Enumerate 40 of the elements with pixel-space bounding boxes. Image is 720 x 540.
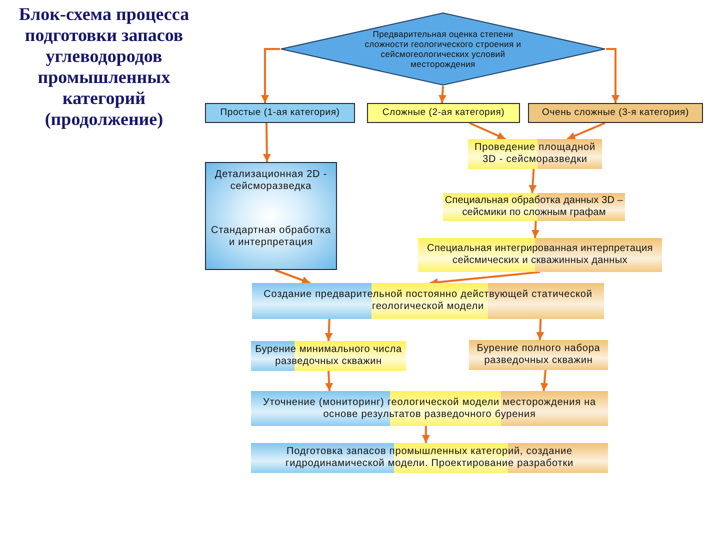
step-text: Бурение полного набора разведочных скважин — [476, 343, 602, 367]
step-text: Проведение площадной 3D - сейсморазведки — [474, 142, 596, 166]
flow-arrow — [262, 122, 271, 162]
step-text: Уточнение (мониторинг) геологической модели месторождения на основе результатов разведочного бурения — [262, 396, 597, 420]
flow-arrow — [536, 318, 544, 340]
category-box — [205, 103, 355, 123]
step-text: Создание предварительной постоянно действующей статической геологической модели — [262, 289, 594, 313]
flow-arrow — [261, 48, 280, 103]
flow-arrow — [528, 168, 537, 194]
diagram-title: Блок-схема процесса подготовки запасов углеводородов промышленных категорий (продолжение) — [18, 4, 190, 130]
step-text: Специальная обработка данных 3D – сейсмики по сложным графам — [444, 195, 624, 219]
category-label: Очень сложные (3-я категория) — [542, 107, 689, 119]
flow-arrow — [469, 122, 506, 140]
step-text: Подготовка запасов промышленных категорий, создание гидродинамической модели. Проектирование разработки — [284, 446, 574, 470]
category-box — [528, 103, 703, 123]
process-box — [251, 391, 608, 426]
category-label: Простые (1-ая категория) — [220, 107, 340, 119]
process-box — [468, 139, 602, 169]
flow-arrow — [274, 269, 310, 284]
decision-text: Предварительная оценка степени сложности геологического строения и сейсмогеологических условий месторождения — [364, 28, 522, 70]
process-box — [251, 443, 608, 473]
process-box — [252, 283, 604, 319]
category-box — [367, 103, 520, 123]
flow-arrow — [531, 220, 540, 238]
process-box — [418, 238, 662, 272]
flow-arrow — [324, 318, 333, 342]
flow-arrow — [325, 370, 334, 392]
flow-arrow — [540, 370, 548, 392]
step-text: Бурение минимального числа разведочных скважин — [254, 344, 403, 368]
step-text: Стандартная обработка и интерпретация — [210, 225, 332, 249]
step-text: Специальная интегрированная интерпретация сейсмических и скважинных данных — [426, 243, 654, 267]
flow-arrow — [606, 48, 620, 103]
flow-arrow — [422, 426, 430, 443]
flow-arrow — [566, 122, 606, 140]
flow-arrow — [438, 86, 446, 104]
process-box — [205, 162, 337, 270]
category-label: Сложные (2-ая категория) — [382, 107, 505, 119]
decision-diamond — [280, 12, 606, 86]
step-text: Детализационная 2D - сейсморазведка — [214, 169, 328, 193]
process-box — [469, 340, 608, 370]
